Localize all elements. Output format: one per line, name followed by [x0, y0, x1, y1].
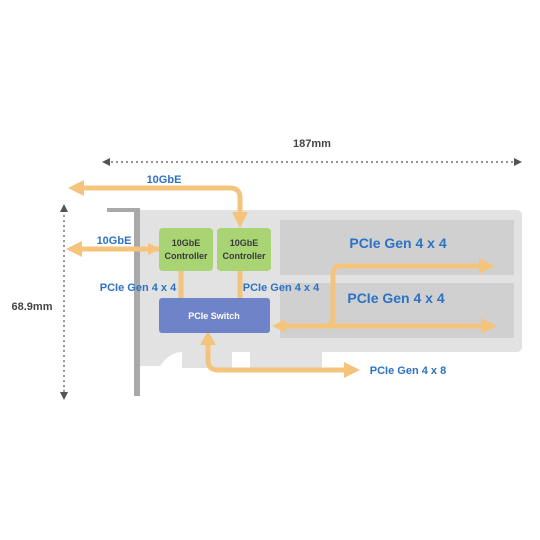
arrows [75, 185, 487, 373]
pcie-switch-label: PCIe Switch [188, 311, 240, 321]
label-pcie-mid: PCIe Gen 4 x 4 [243, 282, 320, 294]
controller-1: 10GbE Controller [159, 228, 213, 271]
arrowhead-slot-bottom-left [272, 319, 286, 333]
controller-2-line1: 10GbE [230, 238, 259, 248]
controller-1-line1: 10GbE [172, 238, 201, 248]
arrowhead-slot-bottom-right [481, 318, 497, 334]
arrowhead-left-out [66, 241, 82, 257]
controller-2: 10GbE Controller [217, 228, 271, 271]
label-ethernet-left: 10GbE [97, 235, 132, 247]
label-pcie-host: PCIe Gen 4 x 8 [370, 365, 446, 377]
arrowhead-host-right [344, 362, 360, 378]
width-label: 187mm [293, 138, 331, 150]
arrowhead-left-in [148, 243, 160, 255]
controller-2-line2: Controller [222, 251, 265, 261]
label-pcie-left: PCIe Gen 4 x 4 [100, 282, 177, 294]
width-dimension: 187mm [102, 138, 522, 166]
pcie-slot-bottom [280, 283, 514, 338]
controller-1-line2: Controller [164, 251, 207, 261]
arrowhead-slot-top [479, 258, 495, 274]
height-label: 68.9mm [12, 301, 53, 313]
label-pcie-slot-bottom: PCIe Gen 4 x 4 [347, 290, 444, 306]
pcie-switch: PCIe Switch [159, 298, 270, 333]
arrowhead-top-left [68, 180, 84, 196]
mounting-bracket [107, 208, 140, 396]
arrowhead-host-up [200, 331, 216, 345]
label-pcie-slot-top: PCIe Gen 4 x 4 [349, 235, 446, 251]
height-dimension: 68.9mm [12, 204, 68, 400]
arrowhead-top-down [232, 212, 248, 228]
arrowheads [66, 180, 497, 378]
label-ethernet-top: 10GbE [147, 174, 182, 186]
